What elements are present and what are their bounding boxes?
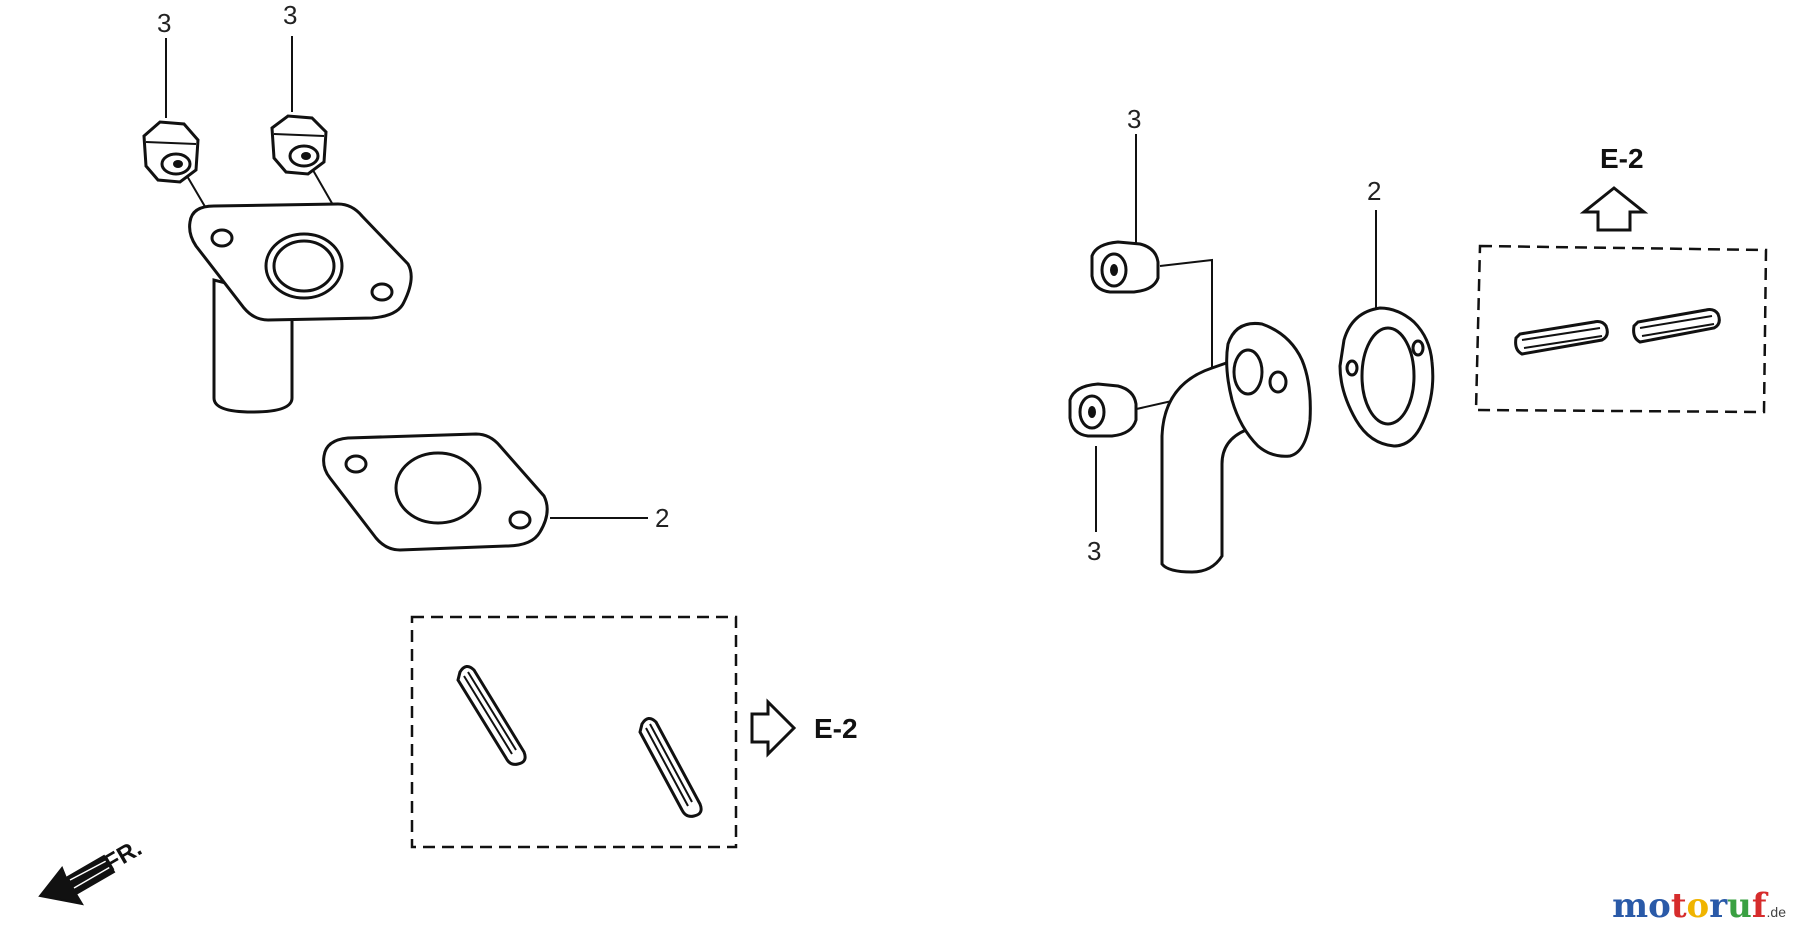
reference-arrow-right-icon: [750, 698, 797, 758]
stud-bolt: [456, 665, 527, 766]
reference-box-right: [1474, 244, 1768, 414]
callout-3-left-a: 3: [157, 8, 171, 38]
flange-nut-right-b: [1068, 382, 1138, 438]
left-assembly: 3 3 2: [142, 0, 858, 849]
reference-label-left: E-2: [814, 713, 858, 744]
flange-nut-left-a: [142, 120, 200, 184]
gasket-left: [322, 432, 549, 552]
reference-box-left: [410, 615, 738, 849]
flange-nut-left-b: [270, 114, 328, 176]
stud-bolt: [638, 717, 703, 818]
callout-3-left-b: 3: [283, 0, 297, 30]
reference-label-right: E-2: [1600, 143, 1644, 174]
callout-3-right-a: 3: [1127, 104, 1141, 134]
watermark-letter: t: [1670, 886, 1687, 926]
front-direction-indicator: FR.: [38, 834, 146, 906]
watermark-letter: u: [1727, 886, 1752, 926]
gasket-right: [1338, 306, 1435, 448]
watermark-suffix: .de: [1766, 904, 1786, 920]
callout-2-left: 2: [655, 503, 669, 533]
callout-3-right-b: 3: [1087, 536, 1101, 566]
stud-bolt: [1514, 320, 1609, 356]
callout-leader: [1159, 258, 1213, 398]
watermark-letter: m: [1612, 886, 1649, 926]
exhaust-pipe-right: [1160, 321, 1312, 574]
front-direction-arrow-icon: [38, 854, 116, 906]
flange-nut-right-a: [1090, 240, 1160, 294]
callout-2-right: 2: [1367, 176, 1381, 206]
watermark-letter: f: [1751, 886, 1767, 926]
watermark-letter: o: [1648, 886, 1671, 926]
watermark-letter: r: [1709, 886, 1728, 926]
stud-bolt: [1632, 308, 1721, 344]
reference-arrow-up-icon: [1579, 186, 1649, 232]
right-assembly: 3 2 3 E-2: [1068, 104, 1768, 574]
exhaust-pipe-left: [188, 202, 413, 414]
watermark-letter: o: [1686, 886, 1710, 926]
watermark-logo: motoruf.de: [1612, 886, 1786, 926]
